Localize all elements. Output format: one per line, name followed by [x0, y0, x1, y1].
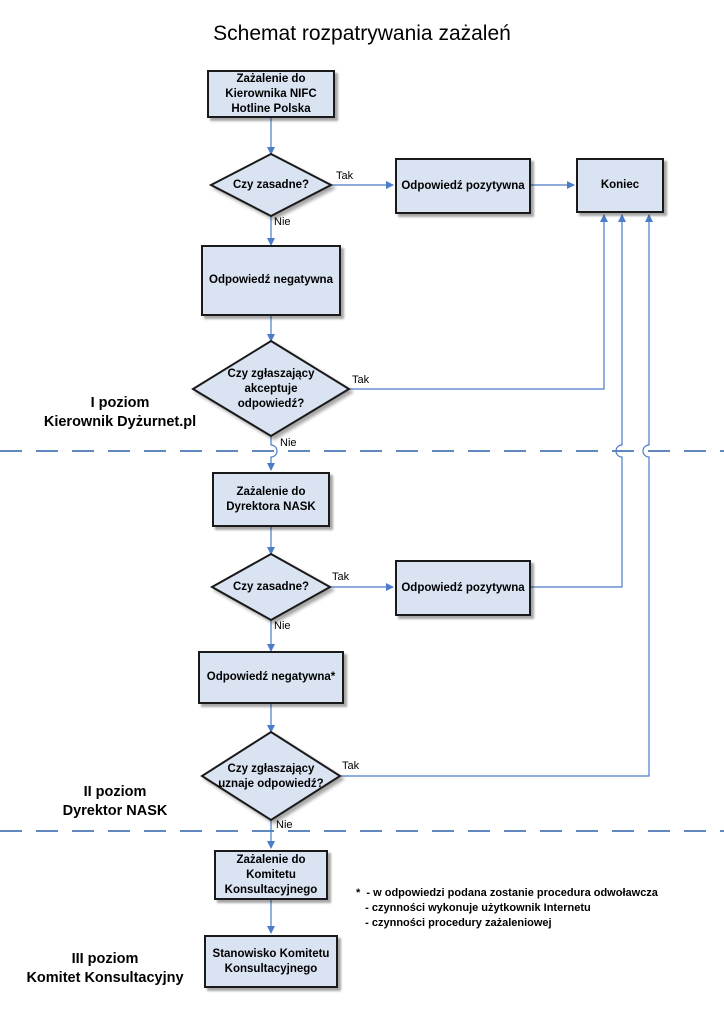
edge-label-d3-yes: Tak: [332, 571, 350, 583]
footnote-line-3: - czynności procedury zażaleniowej: [356, 917, 552, 929]
edge-label-d1-no: Nie: [274, 216, 291, 228]
box-positive-answer-1: Odpowiedź pozytywna: [395, 158, 531, 214]
box-negative-answer-2: Odpowiedź negatywna*: [198, 651, 344, 704]
decision-d1-shape: [208, 152, 334, 218]
box-end: Koniec: [576, 158, 664, 213]
box-negative-answer-1: Odpowiedź negatywna: [201, 245, 341, 316]
level-3-label: III poziom Komitet Konsultacyjny: [26, 951, 184, 986]
footnote: * - w odpowiedzi podana zostanie procedu…: [356, 886, 658, 931]
decision-d1-label: Czy zasadne?: [232, 178, 310, 191]
edge-label-d4-yes: Tak: [342, 760, 360, 772]
arrow-d2-yes-to-end: [349, 214, 608, 390]
level-2-label: II poziom Dyrektor NASK: [62, 784, 168, 819]
arrow-d4-yes-to-end: [340, 214, 653, 777]
arrow-p2-to-end: [531, 214, 626, 588]
decision-d2-shape: [191, 339, 351, 438]
decision-d4-label: Czy zgłaszający uznaje odpowiedź?: [218, 763, 324, 790]
box-complaint-to-manager: Zażalenie do Kierownika NIFC Hotline Pol…: [207, 70, 335, 118]
decision-d4-shape: [200, 730, 342, 822]
decision-d3-label: Czy zasadne?: [232, 580, 310, 593]
edge-label-d2-no: Nie: [280, 437, 297, 449]
box-complaint-to-director: Zażalenie do Dyrektora NASK: [212, 472, 330, 527]
box-positive-answer-2: Odpowiedź pozytywna: [395, 560, 531, 616]
decision-d2-label: Czy zgłaszający akceptuje odpowiedź?: [227, 367, 315, 410]
decision-d3-shape: [209, 552, 333, 622]
edge-label-d4-no: Nie: [276, 819, 293, 831]
box-complaint-to-committee: Zażalenie do Komitetu Konsultacyjnego: [214, 850, 328, 900]
diagram-title: Schemat rozpatrywania zażaleń: [213, 22, 511, 45]
box-committee-position: Stanowisko Komitetu Konsultacyjnego: [204, 935, 338, 988]
level-1-label: I poziom Kierownik Dyżurnet.pl: [43, 395, 197, 430]
arrow-d2-to-n2: [267, 436, 278, 471]
footnote-line-2: - czynności wykonuje użytkownik Internet…: [356, 902, 591, 914]
footnote-line-1: * - w odpowiedzi podana zostanie procedu…: [356, 887, 658, 899]
edge-label-d1-yes: Tak: [336, 170, 354, 182]
edge-label-d3-no: Nie: [274, 620, 291, 632]
edge-label-d2-yes: Tak: [352, 374, 370, 386]
